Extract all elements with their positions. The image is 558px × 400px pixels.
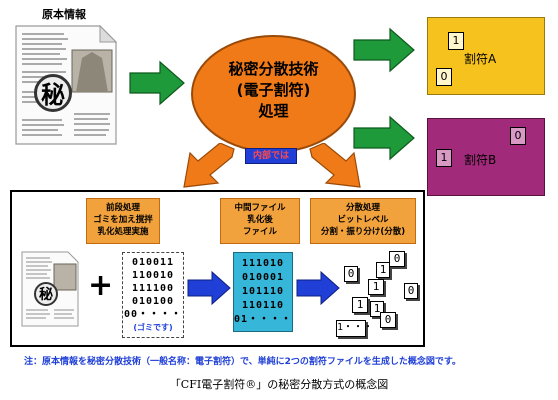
step-split-line-2: ビットレベル bbox=[337, 215, 389, 225]
center-process: 秘密分散技術 (電子割符) 処理 bbox=[191, 35, 356, 153]
share-a-mark-1: 1 bbox=[448, 32, 464, 50]
note-text: 注：原本情報を秘密分散技術（一般名称：電子割符）で、単純に2つの割符ファイルを生… bbox=[24, 357, 462, 367]
intermediate-row: 01・・・・ bbox=[234, 314, 293, 325]
share-a-label: 割符A bbox=[464, 52, 497, 66]
step-split-line-3: 分割・振り分け(分散) bbox=[320, 227, 406, 237]
internal-tag: 内部では bbox=[245, 148, 297, 164]
arrow-to-intermediate bbox=[187, 270, 231, 306]
secret-stamp: 秘 bbox=[34, 74, 72, 112]
intermediate-row: 010001 bbox=[241, 272, 285, 283]
step-pre-label: 前段処理 ゴミを加え撹拌 乳化処理実施 bbox=[86, 198, 160, 244]
center-line-2: (電子割符) bbox=[236, 81, 311, 99]
arrow-to-center bbox=[129, 60, 185, 106]
step-pre-line-1: 前段処理 bbox=[105, 203, 140, 213]
garbage-caption: (ゴミです) bbox=[133, 323, 173, 332]
plus-sign: + bbox=[88, 268, 114, 303]
arrow-center-to-process bbox=[183, 143, 235, 188]
step-split-label: 分散処理 ビットレベル 分割・振り分け(分散) bbox=[310, 198, 416, 244]
step-mid-label: 中間ファイル 乳化後 ファイル bbox=[220, 198, 300, 244]
garbage-row: 110010 bbox=[131, 270, 175, 281]
source-document-small: 秘 bbox=[20, 250, 80, 328]
share-b-box: 1 0 割符B bbox=[427, 118, 545, 196]
share-b-mark-1: 1 bbox=[436, 149, 452, 167]
share-a-mark-2: 0 bbox=[436, 68, 452, 86]
step-mid-line-2: 乳化後 bbox=[247, 215, 273, 225]
intermediate-file-block: 111010 010001 101110 110110 01・・・・ bbox=[233, 252, 293, 332]
center-line-3: 処理 bbox=[258, 102, 289, 120]
garbage-block: 010011 110010 111100 010100 00・・・・ (ゴミです… bbox=[122, 252, 184, 338]
fragment: 1 bbox=[368, 279, 384, 295]
fragment: 1 bbox=[376, 262, 390, 278]
garbage-row: 00・・・・ bbox=[123, 309, 183, 320]
step-pre-line-2: ゴミを加え撹拌 bbox=[93, 215, 153, 225]
arrow-to-fragments bbox=[296, 270, 340, 306]
fragment: 1 bbox=[352, 297, 368, 313]
fragment: 1・・・ bbox=[336, 320, 373, 337]
garbage-row: 010011 bbox=[131, 257, 175, 268]
share-b-label: 割符B bbox=[464, 153, 497, 167]
garbage-row: 111100 bbox=[131, 283, 175, 294]
step-pre-line-3: 乳化処理実施 bbox=[97, 227, 149, 237]
intermediate-row: 110110 bbox=[241, 300, 285, 311]
share-a-box: 1 0 割符A bbox=[427, 17, 545, 95]
secret-stamp-small: 秘 bbox=[34, 282, 58, 306]
intermediate-row: 101110 bbox=[241, 286, 285, 297]
source-document: 秘 bbox=[12, 22, 122, 148]
figure-caption: 「CFI電子割符®」の秘密分散方式の概念図 bbox=[169, 378, 389, 391]
fragment: 0 bbox=[380, 312, 396, 328]
fragment: 0 bbox=[344, 266, 358, 282]
fragment: 0 bbox=[389, 251, 405, 267]
source-label: 原本情報 bbox=[42, 8, 86, 21]
garbage-row: 010100 bbox=[131, 296, 175, 307]
step-mid-line-3: ファイル bbox=[242, 227, 277, 237]
arrow-process-to-center bbox=[309, 143, 361, 188]
fragment: 0 bbox=[404, 283, 418, 299]
step-split-line-1: 分散処理 bbox=[345, 203, 380, 213]
share-b-mark-2: 0 bbox=[510, 127, 526, 145]
center-line-1: 秘密分散技術 bbox=[228, 60, 319, 78]
step-mid-line-1: 中間ファイル bbox=[234, 203, 286, 213]
intermediate-row: 111010 bbox=[241, 258, 285, 269]
arrow-to-share-b bbox=[353, 115, 415, 161]
arrow-to-share-a bbox=[353, 27, 415, 73]
